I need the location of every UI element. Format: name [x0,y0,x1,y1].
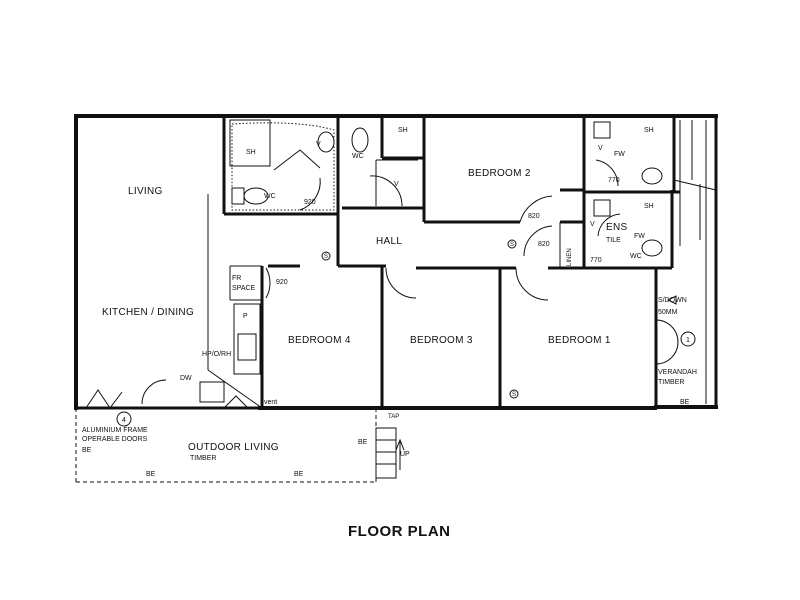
label-v-2: V [394,181,399,188]
label-pantry: P [243,313,248,320]
room-label-verandah: VERANDAH [658,369,697,376]
label-v-ens-1: V [598,145,603,152]
label-space: SPACE [232,285,256,292]
room-label-bedroom-1: BEDROOM 1 [548,335,611,346]
label-sh-ens-2: SH [644,203,654,210]
label-770-bottom: 770 [590,257,602,264]
label-s-down: S/DOWN [658,297,687,304]
smoke-detector-bed1: S [509,389,519,399]
label-tile: TILE [606,237,621,244]
label-outdoor-timber: TIMBER [190,455,216,462]
room-label-kitchen-dining: KITCHEN / DINING [102,307,194,318]
label-tap: TAP [388,414,399,420]
plan-title: FLOOR PLAN [348,523,451,540]
main-bathroom [229,119,335,211]
interior-walls [199,116,680,409]
marker-4-text: 4 [122,417,126,424]
label-wc-main: WC [264,193,276,200]
room-label-outdoor-living: OUTDOOR LIVING [188,442,279,453]
label-sh-2: SH [398,127,408,134]
smoke-detector-hall-2: S [507,239,517,249]
label-v-ens-2: V [590,221,595,228]
label-hp-o-rh: HP/O/RH [202,351,231,358]
label-820-linen: 820 [538,241,550,248]
wc-room [351,127,418,207]
label-up: UP [400,451,410,458]
label-50mm: 50MM [658,309,678,316]
label-be-bottom-1: BE [146,471,156,478]
marker-1-text: 1 [686,337,690,344]
room-label-bedroom-3: BEDROOM 3 [410,335,473,346]
smoke-detector-hall-2-text: S [510,242,514,248]
room-label-ens: ENS [606,222,627,233]
label-820-bed2: 820 [528,213,540,220]
outer-walls [74,114,718,410]
label-vent: vent [264,399,277,406]
label-920-bed4: 920 [276,279,288,286]
label-920-bath: 920 [304,199,316,206]
label-sh-ens-1: SH [644,127,654,134]
label-fw-ens-1: FW [614,151,625,158]
room-label-living: LIVING [128,186,163,197]
room-label-hall: HALL [376,236,402,247]
label-wc-ens: WC [630,253,642,260]
label-sh-main: SH [246,149,256,156]
smoke-detector-hall-text: S [324,254,328,260]
label-verandah-timber: TIMBER [658,379,684,386]
label-be-bottom-2: BE [294,471,304,478]
label-operable-doors: OPERABLE DOORS [82,436,148,443]
label-be-verandah: BE [680,399,690,406]
label-be-left: BE [82,447,92,454]
room-label-bedroom-4: BEDROOM 4 [288,335,351,346]
label-fw-ens-2: FW [634,233,645,240]
label-aluminium-frame: ALUMINIUM FRAME [82,427,148,434]
label-770-top: 770 [608,177,620,184]
smoke-detector-bed1-text: S [512,392,516,398]
outdoor-living-area [75,389,405,483]
label-linen: LINEN [567,248,573,266]
label-dw: DW [180,375,192,382]
smoke-detector-hall: S [321,251,331,261]
label-v-main: V [316,141,321,148]
label-wc-2: WC [352,153,364,160]
label-fr: FR [232,275,241,282]
verandah-area [666,120,707,404]
room-label-bedroom-2: BEDROOM 2 [468,168,531,179]
label-be-right: BE [358,439,368,446]
ensuite-fixtures [593,120,717,257]
marker-4: 4 [116,411,132,427]
marker-1: 1 [680,331,696,347]
door-swings [141,195,679,405]
